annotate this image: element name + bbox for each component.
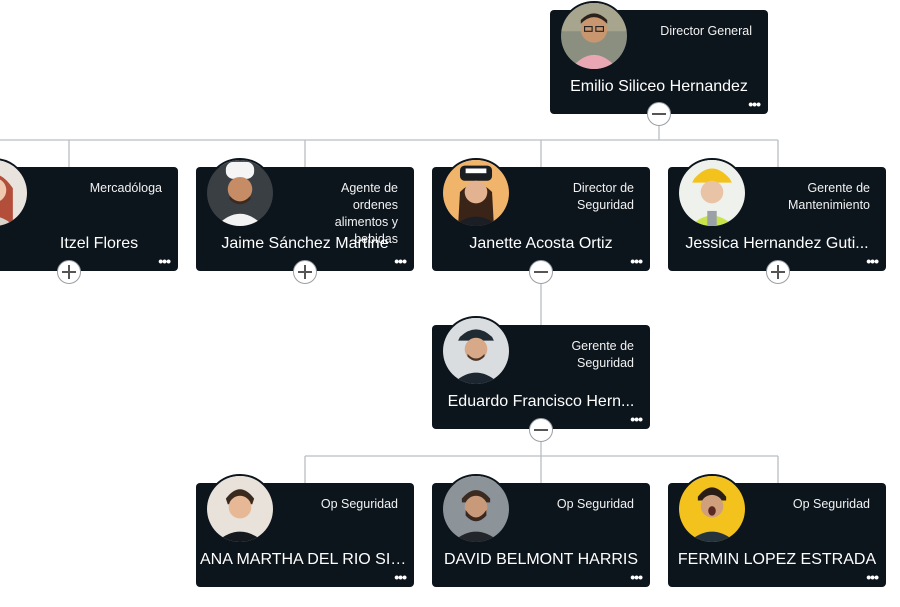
role-label: Gerente de Seguridad xyxy=(571,339,634,370)
role-label: Op Seguridad xyxy=(556,497,634,511)
collapse-toggle-janette[interactable] xyxy=(529,260,553,284)
role-label: Gerente de Mantenimiento xyxy=(788,181,870,212)
more-options-icon[interactable]: ••• xyxy=(394,253,407,269)
node-card-fermin[interactable]: Op Seguridad FERMIN LOPEZ ESTRADA ••• xyxy=(668,474,886,587)
more-options-icon[interactable]: ••• xyxy=(630,411,643,427)
employee-name: Jaime Sánchez Martine xyxy=(221,235,389,252)
role-label: Op Seguridad xyxy=(320,497,398,511)
expand-toggle-jessica[interactable] xyxy=(766,260,790,284)
role-label: Agente de ordenes alimentos y bebidas xyxy=(334,181,398,246)
avatar xyxy=(441,474,511,544)
employee-name: Emilio Siliceo Hernandez xyxy=(570,78,748,95)
employee-name: ANA MARTHA DEL RIO SIN... xyxy=(200,551,414,568)
employee-name: Janette Acosta Ortiz xyxy=(469,235,613,252)
avatar-photo-icon xyxy=(679,476,745,542)
node-card-jessica[interactable]: Gerente de Mantenimiento Jessica Hernand… xyxy=(668,158,886,271)
node-card-itzel[interactable]: Mercadóloga Itzel Flores ••• xyxy=(0,158,178,271)
employee-name: DAVID BELMONT HARRIS xyxy=(443,551,639,568)
more-options-icon[interactable]: ••• xyxy=(866,253,879,269)
node-card-eduardo[interactable]: Gerente de Seguridad Eduardo Francisco H… xyxy=(432,316,650,429)
avatar-photo-icon xyxy=(443,476,509,542)
avatar xyxy=(677,474,747,544)
employee-name: Itzel Flores xyxy=(59,235,139,252)
avatar xyxy=(559,1,629,71)
avatar xyxy=(205,158,275,228)
role-label: Op Seguridad xyxy=(792,497,870,511)
avatar xyxy=(441,316,511,386)
avatar xyxy=(677,158,747,228)
expand-toggle-itzel[interactable] xyxy=(57,260,81,284)
more-options-icon[interactable]: ••• xyxy=(394,569,407,585)
more-options-icon[interactable]: ••• xyxy=(630,569,643,585)
employee-name: Jessica Hernandez Guti... xyxy=(685,235,869,252)
node-card-janette[interactable]: Director de Seguridad Janette Acosta Ort… xyxy=(432,158,650,271)
node-card-emilio[interactable]: Director General Emilio Siliceo Hernande… xyxy=(550,1,768,114)
node-card-ana[interactable]: Op Seguridad ANA MARTHA DEL RIO SIN... •… xyxy=(196,474,414,587)
role-label: Mercadóloga xyxy=(89,181,162,195)
collapse-toggle-emilio[interactable] xyxy=(647,102,671,126)
employee-name: Eduardo Francisco Hern... xyxy=(447,393,635,410)
avatar-photo-icon xyxy=(207,160,273,226)
avatar-photo-icon xyxy=(443,318,509,384)
collapse-toggle-eduardo[interactable] xyxy=(529,418,553,442)
role-label: Director de Seguridad xyxy=(572,181,634,212)
more-options-icon[interactable]: ••• xyxy=(748,96,761,112)
node-card-jaime[interactable]: Agente de ordenes alimentos y bebidas Ja… xyxy=(196,158,414,271)
avatar xyxy=(205,474,275,544)
avatar xyxy=(0,158,29,228)
avatar-photo-icon xyxy=(207,476,273,542)
more-options-icon[interactable]: ••• xyxy=(630,253,643,269)
avatar xyxy=(441,158,511,228)
node-card-david[interactable]: Op Seguridad DAVID BELMONT HARRIS ••• xyxy=(432,474,650,587)
avatar-photo-icon xyxy=(679,160,745,226)
more-options-icon[interactable]: ••• xyxy=(158,253,171,269)
avatar-photo-icon xyxy=(443,160,509,226)
expand-toggle-jaime[interactable] xyxy=(293,260,317,284)
avatar-photo-icon xyxy=(561,3,627,69)
more-options-icon[interactable]: ••• xyxy=(866,569,879,585)
role-label: Director General xyxy=(660,24,752,38)
avatar-photo-icon xyxy=(0,160,27,226)
employee-name: FERMIN LOPEZ ESTRADA xyxy=(677,551,877,568)
